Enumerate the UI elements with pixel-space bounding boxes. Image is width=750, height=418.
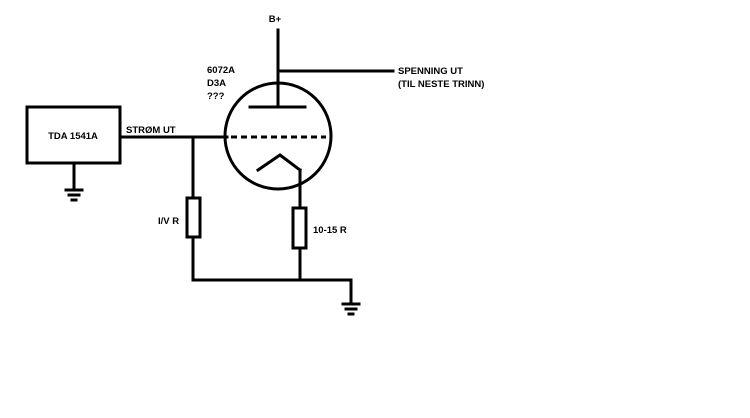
- current-out-label: STRØM UT: [126, 125, 176, 136]
- tube-cathode: [255, 153, 303, 173]
- chip-ground-symbol: [64, 188, 84, 202]
- cathode-resistor: [291, 206, 308, 250]
- chip-label: TDA 1541A: [48, 131, 98, 142]
- iv-resistor-label: I/V R: [158, 216, 179, 227]
- voltage-out-label-line2: (TIL NESTE TRINN): [398, 79, 484, 90]
- tube-label-line1: 6072A: [207, 65, 235, 76]
- iv-resistor: [185, 196, 202, 239]
- voltage-out-label-line1: SPENNING UT: [398, 66, 463, 77]
- ground-symbol: [341, 302, 361, 316]
- supply-label: B+: [269, 14, 282, 25]
- tube-label-line3: ???: [207, 91, 225, 102]
- tube-label-line2: D3A: [207, 78, 226, 89]
- cathode-resistor-label: 10-15 R: [313, 225, 347, 236]
